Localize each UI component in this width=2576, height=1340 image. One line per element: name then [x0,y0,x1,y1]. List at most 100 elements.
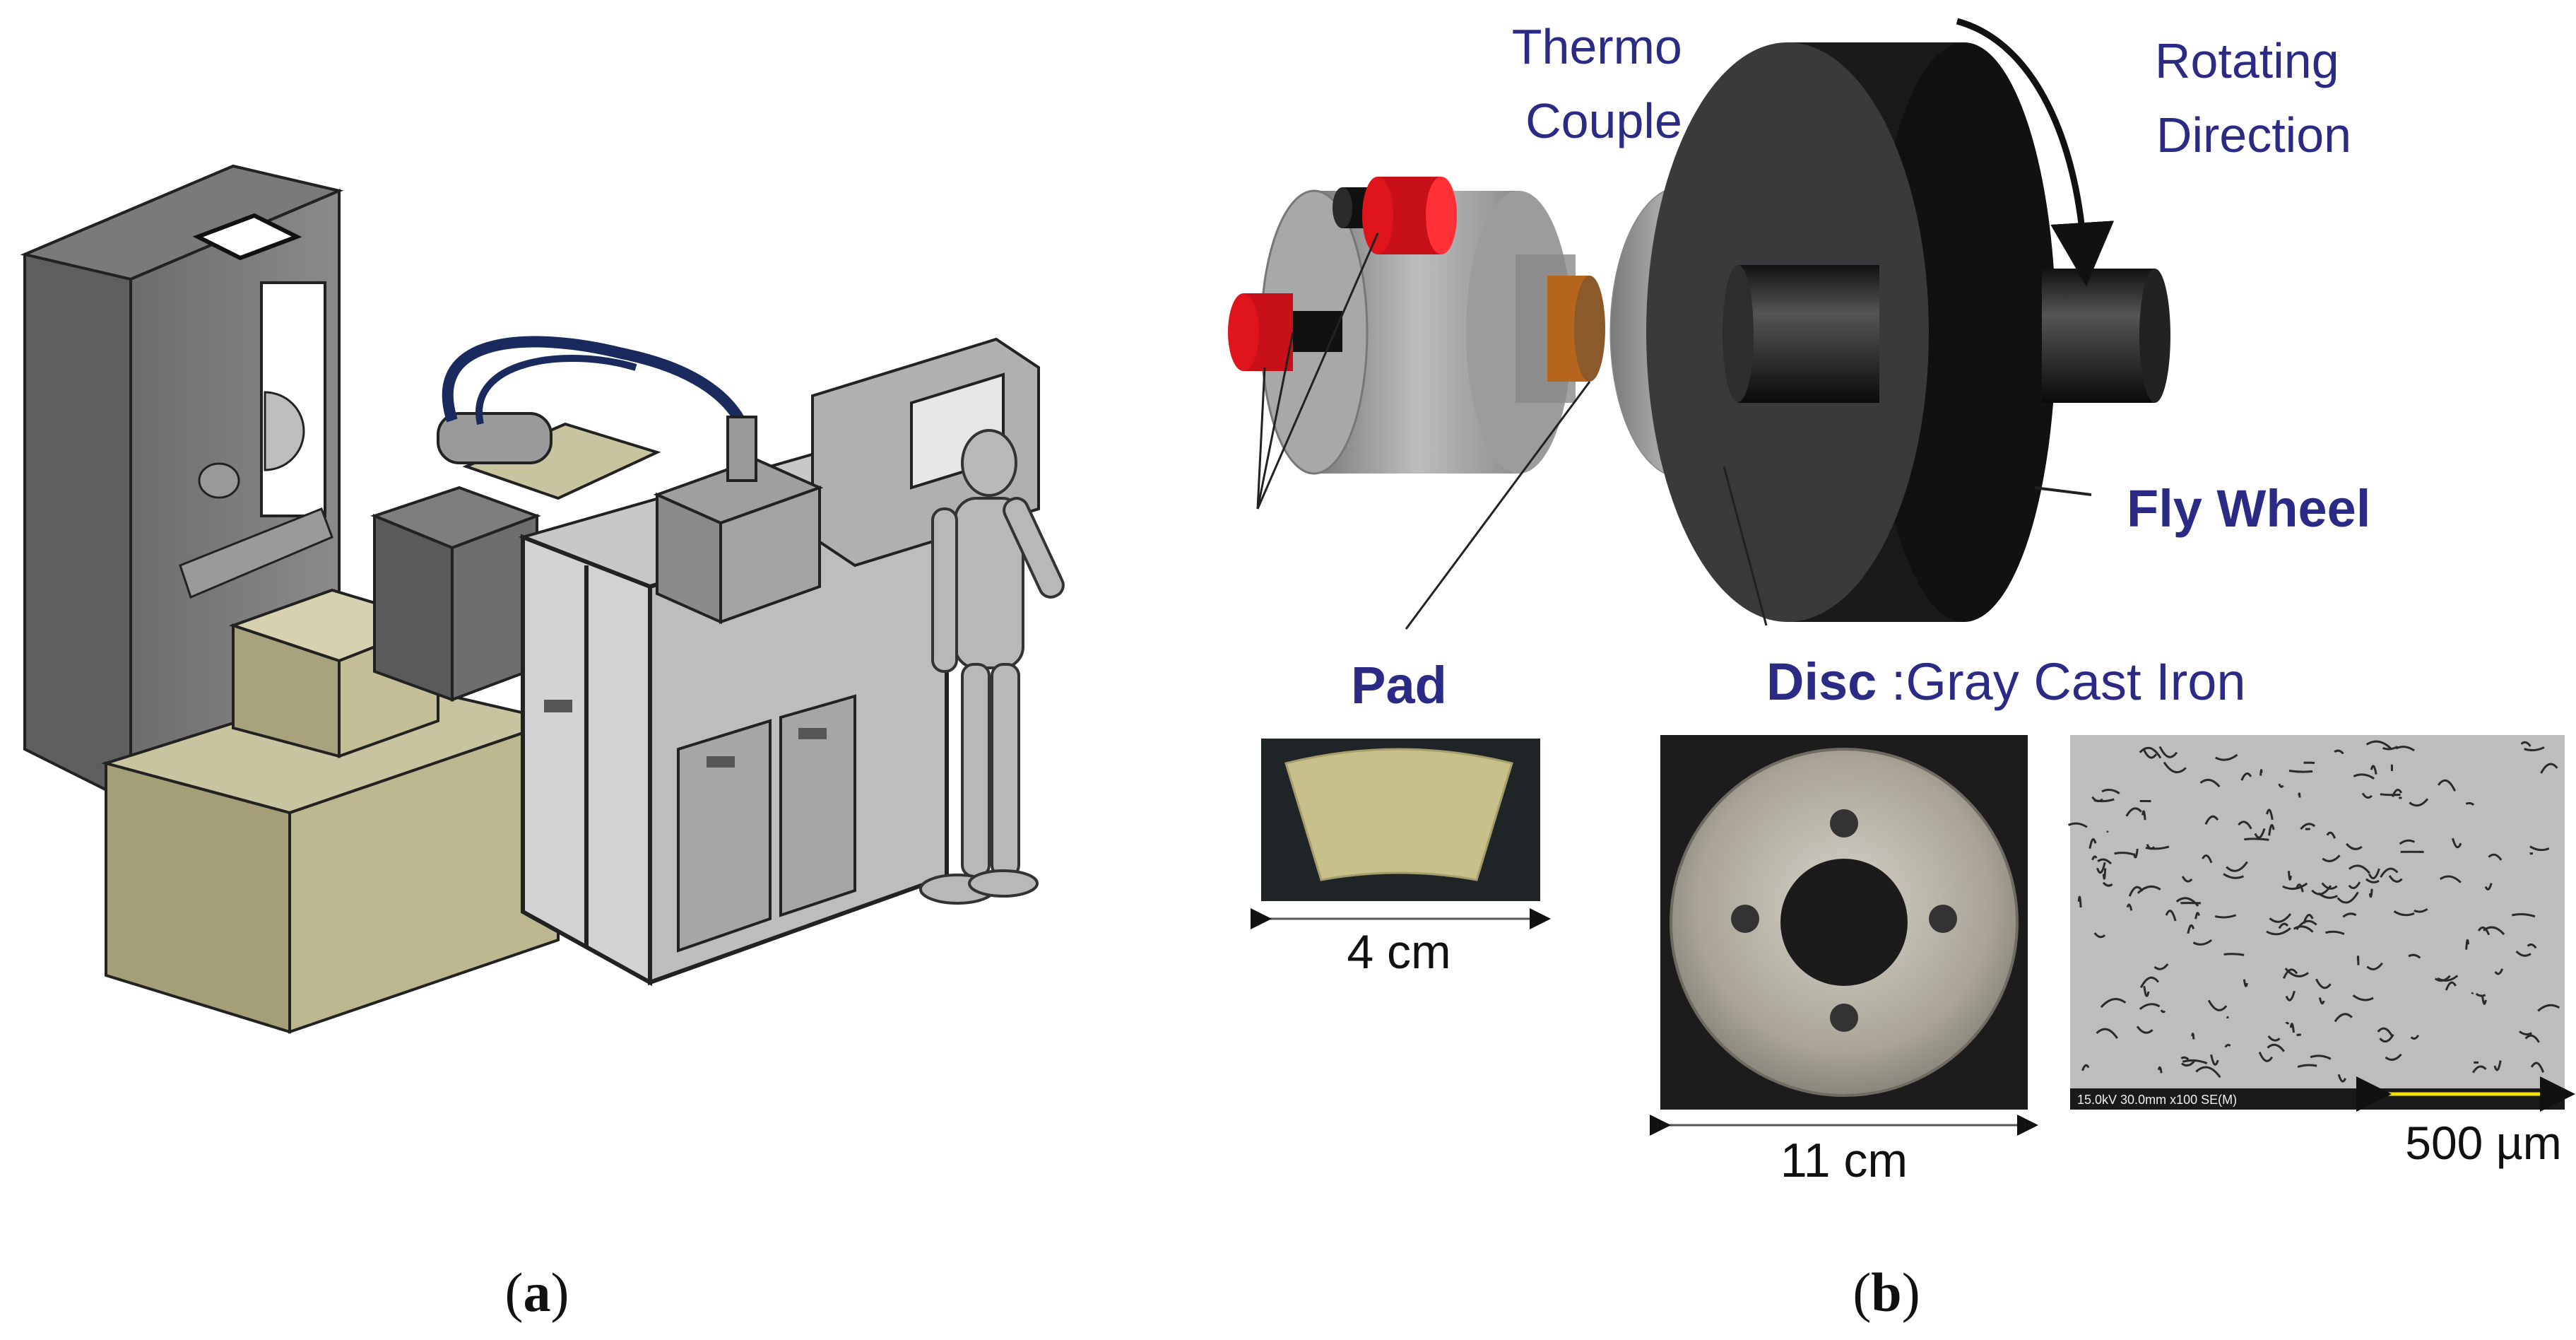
pin-leader-1 [1256,233,1379,510]
graphite-flake [2282,968,2298,980]
graphite-flake [2139,976,2160,989]
graphite-flake [2259,769,2263,776]
graphite-flake [2243,979,2248,987]
sem-caption: 15.0kV 30.0mm x100 SE(M) [2077,1093,2237,1107]
graphite-flake [2530,1062,2545,1073]
pad-leader [1405,381,1591,630]
graphite-flake [2258,1051,2274,1062]
graphite-flake [2289,1023,2295,1033]
graphite-flake [2191,1033,2195,1040]
graphite-flake [2352,994,2374,1001]
drive-housing [370,412,661,702]
graphite-flake [2136,1025,2153,1034]
graphite-flake [2096,1028,2118,1039]
graphite-flake [2077,895,2082,908]
graphite-flake [2385,1053,2402,1061]
graphite-flake [2520,741,2531,747]
pad-pin-upper [1333,177,1457,254]
graphite-flake [2223,953,2245,956]
graphite-flake [2210,1054,2219,1066]
graphite-flake [2395,746,2415,752]
tribometer-schematic: Thermo Couple Rotating Direction Fly Whe… [1228,18,2575,1323]
graphite-flake [2298,792,2301,798]
graphite-flake [2175,897,2199,907]
disc-label: Disc :Gray Cast Iron [1766,652,2246,711]
graphite-flake [2379,1033,2394,1043]
graphite-flake [2377,1027,2393,1037]
graphite-flake [2180,1056,2190,1061]
graphite-flake [2194,912,2200,919]
pin-leader-3 [1256,331,1294,510]
graphite-flake [2114,852,2134,856]
graphite-flake [2081,1064,2090,1071]
graphite-flake [2187,924,2195,934]
graphite-flake [2093,932,2106,939]
disc-leader [1723,466,1768,626]
graphite-flake [2254,828,2266,839]
graphite-flake [2445,981,2457,991]
graphite-flake [2288,769,2313,773]
graphite-flake [2413,908,2428,913]
graphite-flake [2244,838,2269,841]
graphite-flake [2465,939,2470,950]
graphite-flake [2240,772,2252,781]
graphite-flake [2158,746,2178,758]
graphite-flake [2380,867,2399,878]
graphite-flake [2165,910,2177,922]
graphite-flake [2163,761,2187,774]
fly-wheel [1646,42,2170,622]
graphite-flake [2091,855,2098,861]
graphite-flake [2214,914,2237,919]
graphite-flake [2100,998,2127,1009]
graphite-flake [2408,953,2421,959]
pad-photo [1261,739,1540,901]
graphite-flake [2336,891,2359,904]
microstructure-photo: 15.0kV 30.0mm x100 SE(M) [2067,735,2575,1112]
graphite-flake [2096,862,2106,874]
graphite-flake [2337,1074,2347,1083]
graphite-flake [2139,1003,2161,1010]
graphite-flake [2494,968,2504,975]
graphite-flake [2192,939,2213,946]
graphite-flake [2399,839,2416,845]
graphite-flake [2527,943,2537,949]
graphite-flake [2067,822,2088,828]
graphite-flake [2365,740,2392,749]
graphite-flake [2293,925,2314,933]
graphite-flake [2334,749,2344,755]
graphite-flake [2088,838,2097,849]
graphite-flake [2278,783,2284,788]
graphite-flake [2540,763,2558,774]
graphite-flake [2325,930,2345,935]
disc-photo [1660,735,2028,1110]
graphite-flake [2268,823,2275,836]
graphite-flake [2215,753,2238,761]
graphite-flake [2310,1054,2332,1060]
graphite-flake [2101,788,2120,794]
graphite-flake [2181,876,2193,883]
graphite-flake [2137,885,2161,894]
graphite-flake [2439,875,2462,883]
graphite-flake [2199,779,2221,788]
graphite-flake [2475,992,2486,997]
graphite-flake [2409,798,2429,807]
graphite-flake [2224,1043,2231,1048]
graphite-flake [2269,913,2292,923]
pad-label: Pad [1351,656,1447,715]
graphite-flake [2519,1030,2533,1036]
graphite-flake [2437,975,2459,982]
graphite-flake [2160,1009,2166,1013]
graphite-flake [2348,881,2361,889]
disc-dimension: 11 cm [1780,1134,1908,1187]
graphite-flake [2145,845,2170,850]
graphite-flake [2266,927,2291,936]
flywheel-leader [2034,486,2092,496]
graphite-flake [2132,848,2139,859]
graphite-flake [2126,903,2133,911]
graphite-flake [2285,1021,2290,1025]
caption-a: (a) [505,1262,569,1323]
graphite-flake [2296,919,2317,930]
graphite-flake [2157,1066,2163,1074]
pad-dimension: 4 cm [1347,925,1451,979]
